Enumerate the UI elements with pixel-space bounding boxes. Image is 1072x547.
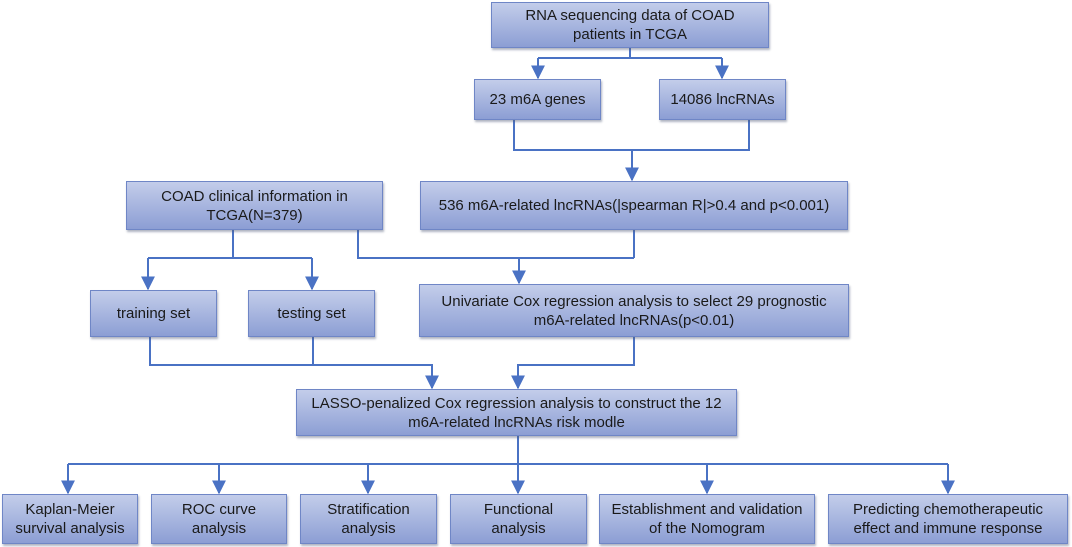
- lasso-cox-node: LASSO-penalized Cox regression analysis …: [296, 389, 737, 436]
- connector-clinical-to-univariate: [357, 230, 634, 259]
- functional-analysis-node: Functional analysis: [450, 494, 587, 544]
- clinical-info-node: COAD clinical information in TCGA(N=379): [126, 181, 383, 230]
- related-lncrnas-node: 536 m6A-related lncRNAs(|spearman R|>0.4…: [420, 181, 848, 230]
- arrow-sets-to-lasso: [313, 364, 439, 390]
- roc-curve-node: ROC curve analysis: [151, 494, 287, 544]
- univariate-cox-node: Univariate Cox regression analysis to se…: [419, 284, 849, 337]
- arrow-univariate-to-lasso: [511, 337, 635, 390]
- rna-seq-node: RNA sequencing data of COAD patients in …: [491, 2, 769, 48]
- m6a-genes-node: 23 m6A genes: [474, 79, 601, 120]
- chemo-immune-node: Predicting chemotherapeutic effect and i…: [828, 494, 1068, 544]
- nomogram-node: Establishment and validation of the Nomo…: [599, 494, 815, 544]
- testing-set-node: testing set: [248, 290, 375, 337]
- stratification-node: Stratification analysis: [300, 494, 437, 544]
- connector-merge-genes-lncrnas: [513, 120, 750, 151]
- connector-sets-to-lasso: [149, 337, 314, 366]
- km-survival-node: Kaplan-Meier survival analysis: [2, 494, 138, 544]
- training-set-node: training set: [90, 290, 217, 337]
- lncrnas-node: 14086 lncRNAs: [659, 79, 786, 120]
